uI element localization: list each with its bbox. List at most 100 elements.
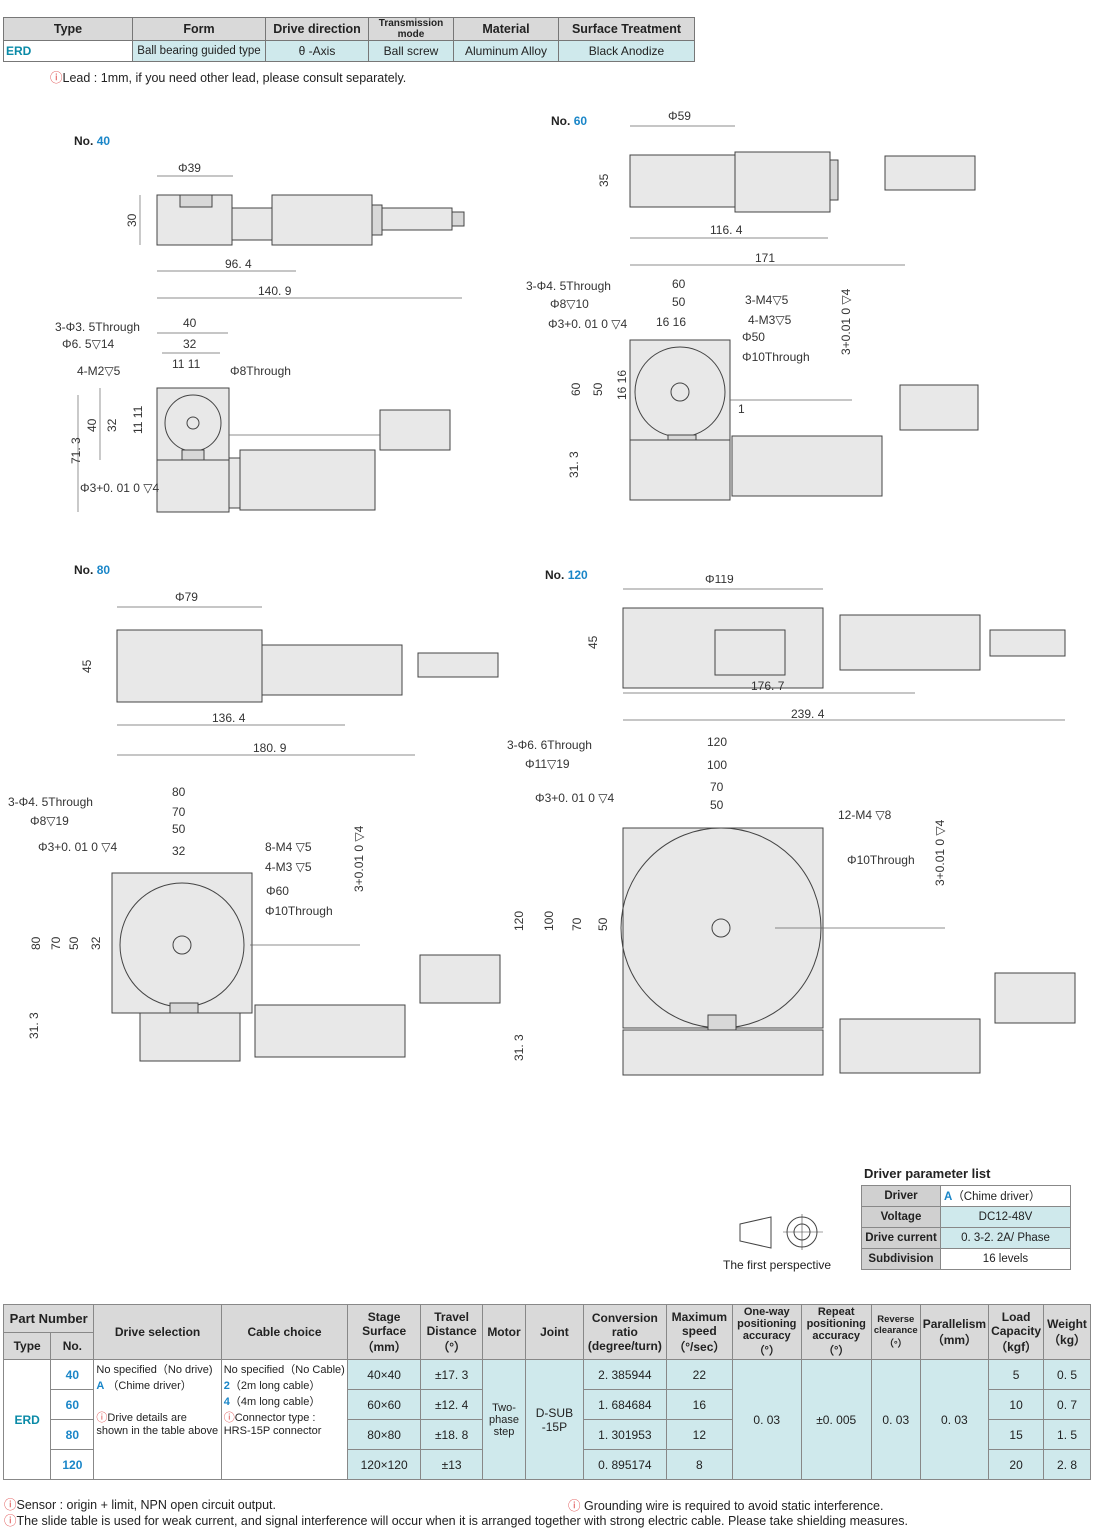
svg-text:Φ6. 5▽14: Φ6. 5▽14	[62, 337, 114, 351]
svg-text:31. 3: 31. 3	[512, 1034, 526, 1061]
svg-text:4-M3▽5: 4-M3▽5	[748, 313, 792, 327]
svg-text:4-M2▽5: 4-M2▽5	[77, 364, 121, 378]
svg-text:120: 120	[512, 911, 526, 931]
svg-text:45: 45	[586, 635, 600, 649]
ground-note: ⓘ Grounding wire is required to avoid st…	[568, 1499, 884, 1513]
svg-text:176. 7: 176. 7	[751, 679, 785, 693]
type-value: ERD	[3, 40, 133, 62]
header-type: Type	[3, 17, 133, 41]
svg-text:80: 80	[172, 785, 186, 799]
model-120-drawing: Φ119 45 176. 7 239. 4 3-Φ6. 6Through Φ11…	[507, 575, 1076, 1076]
svg-text:180. 9: 180. 9	[253, 741, 287, 755]
svg-text:11 11: 11 11	[131, 405, 145, 434]
svg-text:3-M4▽5: 3-M4▽5	[745, 293, 789, 307]
svg-text:70: 70	[570, 917, 584, 931]
svg-text:3+0.01 0 ▽4: 3+0.01 0 ▽4	[933, 819, 947, 886]
projection-symbol	[739, 1214, 823, 1250]
svg-text:30: 30	[125, 213, 139, 227]
svg-text:32: 32	[183, 337, 197, 351]
model-60-label: No. 60	[551, 114, 588, 128]
header-surface: Surface Treatment	[558, 17, 695, 41]
svg-text:171: 171	[755, 251, 775, 265]
svg-text:Φ119: Φ119	[705, 575, 734, 586]
svg-text:Φ10Through: Φ10Through	[265, 904, 333, 918]
svg-text:Φ10Through: Φ10Through	[847, 853, 915, 867]
header-form: Form	[132, 17, 266, 41]
svg-text:100: 100	[707, 758, 727, 772]
model-40-drawing: Φ39 30 96. 4 140. 9 3-Φ3. 5Through Φ6. 5…	[55, 161, 465, 513]
model-80-drawing: Φ79 45 136. 4 180. 9 3-Φ4. 5Through Φ8▽1…	[8, 590, 501, 1062]
svg-text:50: 50	[172, 822, 186, 836]
svg-text:Φ59: Φ59	[668, 109, 691, 123]
svg-text:50: 50	[672, 295, 686, 309]
svg-text:3-Φ6. 6Through: 3-Φ6. 6Through	[507, 738, 592, 752]
svg-text:50: 50	[596, 917, 610, 931]
header-material: Material	[453, 17, 559, 41]
perspective-label: The first perspective	[723, 1258, 832, 1272]
svg-text:40: 40	[183, 316, 197, 330]
sensor-note: ⓘSensor : origin + limit, NPN open circu…	[4, 1498, 277, 1512]
svg-text:16 16: 16 16	[656, 315, 686, 329]
svg-text:3-Φ4. 5Through: 3-Φ4. 5Through	[8, 795, 93, 809]
svg-text:Φ8▽19: Φ8▽19	[30, 814, 69, 828]
svg-text:Φ3+0. 01 0 ▽4: Φ3+0. 01 0 ▽4	[38, 840, 118, 854]
svg-text:140. 9: 140. 9	[258, 284, 292, 298]
svg-text:3-Φ3. 5Through: 3-Φ3. 5Through	[55, 320, 140, 334]
model-60-drawing: Φ59 35 116. 4 171 3-Φ4. 5Through Φ8▽10 Φ…	[526, 109, 979, 501]
type-table: Type Form Drive direction Transmission m…	[3, 17, 695, 62]
svg-text:40: 40	[85, 418, 99, 432]
svg-text:16 16: 16 16	[615, 370, 629, 400]
svg-text:50: 50	[67, 936, 81, 950]
svg-text:Φ8Through: Φ8Through	[230, 364, 291, 378]
dim-phi39: Φ39	[178, 161, 201, 175]
svg-text:3-Φ4. 5Through: 3-Φ4. 5Through	[526, 279, 611, 293]
svg-text:3+0.01 0 ▽4: 3+0.01 0 ▽4	[839, 288, 853, 355]
surface-value: Black Anodize	[558, 40, 695, 62]
header-transmission: Transmission mode	[368, 17, 454, 41]
svg-text:80: 80	[29, 936, 43, 950]
model-120-label: No. 120	[545, 568, 588, 582]
material-value: Aluminum Alloy	[453, 40, 559, 62]
svg-text:32: 32	[89, 936, 103, 950]
drive-direction-value: θ -Axis	[265, 40, 369, 62]
warning-icon: ⓘ	[50, 71, 63, 85]
svg-text:Φ3+0. 01 0 ▽4: Φ3+0. 01 0 ▽4	[548, 317, 628, 331]
svg-text:35: 35	[597, 173, 611, 187]
svg-text:12-M4 ▽8: 12-M4 ▽8	[838, 808, 892, 822]
svg-text:4-M3 ▽5: 4-M3 ▽5	[265, 860, 312, 874]
svg-text:Φ50: Φ50	[742, 330, 765, 344]
svg-text:70: 70	[710, 780, 724, 794]
svg-text:136. 4: 136. 4	[212, 711, 246, 725]
svg-text:1: 1	[738, 402, 745, 416]
svg-text:3+0.01 0 ▽4: 3+0.01 0 ▽4	[352, 825, 366, 892]
model-40-label: No. 40	[74, 134, 111, 148]
svg-text:Φ11▽19: Φ11▽19	[525, 757, 570, 771]
header-drive-direction: Drive direction	[265, 17, 369, 41]
svg-text:8-M4 ▽5: 8-M4 ▽5	[265, 840, 312, 854]
svg-text:45: 45	[80, 659, 94, 673]
svg-text:11 11: 11 11	[172, 357, 201, 371]
form-value: Ball bearing guided type	[132, 40, 266, 62]
svg-text:31. 3: 31. 3	[567, 451, 581, 478]
svg-text:Φ3+0. 01 0 ▽4: Φ3+0. 01 0 ▽4	[535, 791, 615, 805]
svg-text:Φ79: Φ79	[175, 590, 198, 604]
svg-text:70: 70	[172, 805, 186, 819]
svg-text:100: 100	[542, 911, 556, 931]
svg-text:71. 3: 71. 3	[69, 437, 83, 464]
driver-title: Driver parameter list	[864, 1166, 991, 1181]
spec-table: Part Number Drive selection Cable choice…	[2, 1303, 1091, 1480]
svg-text:239. 4: 239. 4	[791, 707, 825, 721]
svg-text:120: 120	[707, 735, 727, 749]
lead-note: ⓘLead : 1mm, if you need other lead, ple…	[50, 71, 407, 85]
svg-text:Φ8▽10: Φ8▽10	[550, 297, 589, 311]
svg-text:Φ10Through: Φ10Through	[742, 350, 810, 364]
slide-note: ⓘThe slide table is used for weak curren…	[4, 1514, 908, 1528]
svg-text:Φ3+0. 01 0 ▽4: Φ3+0. 01 0 ▽4	[80, 481, 160, 495]
svg-text:50: 50	[591, 382, 605, 396]
svg-text:32: 32	[172, 844, 186, 858]
svg-text:Φ60: Φ60	[266, 884, 289, 898]
transmission-value: Ball screw	[368, 40, 454, 62]
svg-text:116. 4: 116. 4	[710, 223, 743, 237]
svg-text:32: 32	[105, 418, 119, 432]
